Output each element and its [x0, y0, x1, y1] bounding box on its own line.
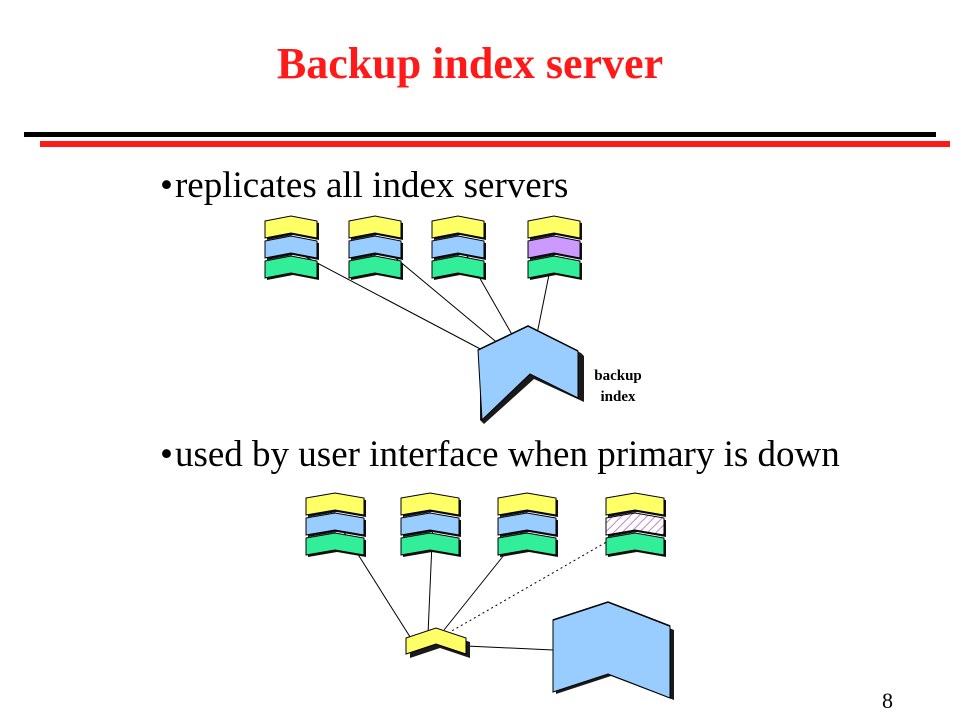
stack-layer-middle [400, 512, 460, 536]
stack-layer-middle [348, 235, 402, 259]
stack-layer-middle [264, 235, 318, 259]
bullet-marker: • [160, 434, 173, 475]
bullet-used-by-ui: •used by user interface when primary is … [160, 433, 840, 476]
bullet-marker: • [160, 165, 173, 206]
backup-server [552, 601, 674, 700]
server-stack [431, 215, 486, 280]
server-stack [305, 492, 366, 557]
user-interface-node [405, 627, 470, 658]
backup-label-line2: index [600, 389, 636, 405]
title-rule-black [24, 132, 936, 137]
lower-index-servers [305, 492, 666, 557]
connection-line [465, 645, 554, 651]
stack-layer-top [527, 215, 581, 239]
upper-index-servers [264, 215, 582, 280]
backup-index-server [477, 325, 584, 424]
server-stack [400, 492, 461, 557]
bullet-text: used by user interface when primary is d… [174, 434, 840, 475]
stack-layer-middle [497, 512, 557, 536]
stack-layer-middle [305, 512, 365, 536]
stack-layer-top [305, 492, 365, 516]
bullet-replicates: •replicates all index servers [160, 164, 568, 207]
stack-layer-bottom [348, 255, 402, 279]
title-rule-red [40, 141, 950, 147]
server-stack [348, 215, 403, 280]
page-number: 8 [882, 688, 893, 713]
stack-layer-top [431, 215, 485, 239]
server-stack [527, 215, 582, 280]
stack-layer-top [605, 492, 665, 516]
stack-layer-bottom [305, 532, 365, 556]
stack-layer-top [348, 215, 402, 239]
stack-layer-top [497, 492, 557, 516]
stack-layer-bottom [605, 532, 665, 556]
stack-layer-bottom [527, 255, 581, 279]
connection-line [449, 539, 611, 633]
stack-layer-bottom [400, 532, 460, 556]
server-stack [264, 215, 319, 280]
slide-title: Backup index server [276, 39, 664, 88]
backup-label-line1: backup [594, 368, 642, 384]
stack-layer-middle [527, 235, 581, 259]
stack-layer-middle [431, 235, 485, 259]
stack-layer-bottom [497, 532, 557, 556]
stack-layer-top [400, 492, 460, 516]
stack-layer-top [264, 215, 318, 239]
server-stack [605, 492, 666, 557]
bullet-text: replicates all index servers [174, 165, 569, 206]
stack-layer-bottom [431, 255, 485, 279]
connection-lines [284, 239, 611, 651]
server-stack [497, 492, 558, 557]
stack-layer-bottom [264, 255, 318, 279]
backup-index-label: backup index [584, 366, 652, 408]
stack-layer-middle [605, 512, 665, 536]
